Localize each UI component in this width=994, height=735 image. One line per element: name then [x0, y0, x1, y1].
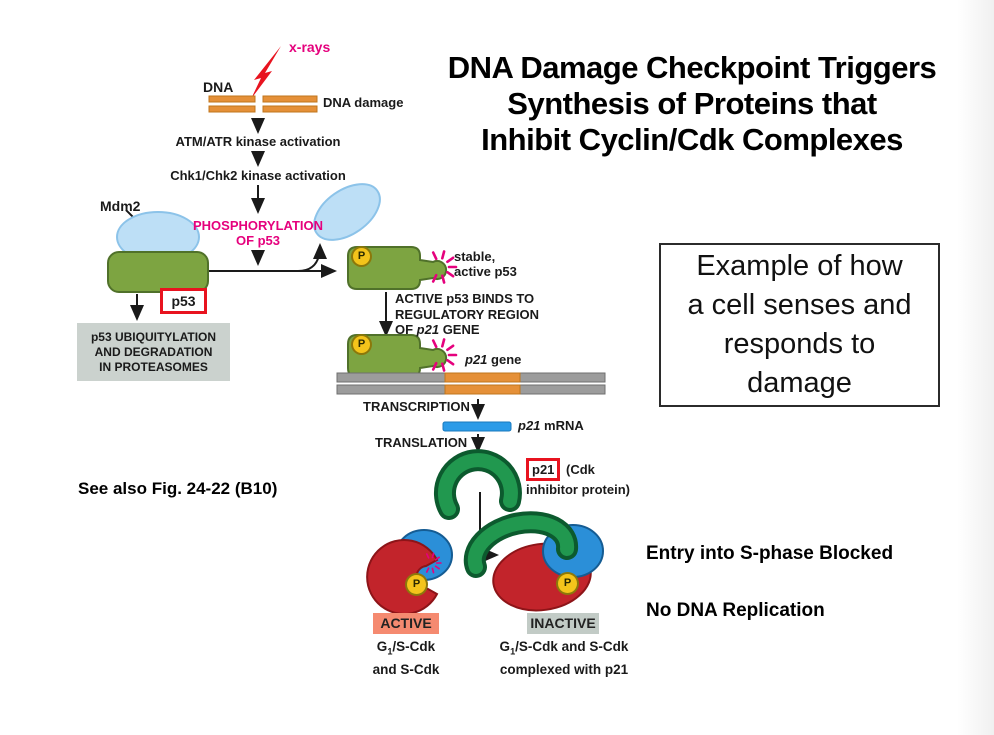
- binds-line2: REGULATORY REGION: [395, 306, 539, 322]
- damaged-dna-strands: [208, 95, 318, 113]
- mdm2-label: Mdm2: [100, 198, 141, 214]
- example-note-box: Example of how a cell senses and respond…: [659, 243, 940, 407]
- active-badge: ACTIVE: [373, 613, 439, 634]
- page-edge-shade: [956, 0, 994, 735]
- stable-line1: stable,: [454, 249, 496, 264]
- see-also-note: See also Fig. 24-22 (B10): [78, 479, 278, 498]
- chk1-chk2-label: Chk1/Chk2 kinase activation: [170, 168, 346, 183]
- title-line: DNA Damage Checkpoint Triggers: [447, 50, 937, 85]
- stable-line2: active p53: [454, 263, 517, 279]
- p21-mrna-label: p21 mRNA: [518, 418, 584, 434]
- ubiquitylation-box: p53 UBIQUITYLATION AND DEGRADATION IN PR…: [77, 323, 230, 381]
- ubiq-line3: IN PROTEASOMES: [99, 359, 208, 374]
- p21-gene-label: p21 gene: [465, 352, 522, 368]
- cascade-arrows: [125, 118, 499, 562]
- binds-line3-post: GENE: [439, 322, 480, 337]
- phosphate-icon: P: [351, 334, 372, 355]
- transcription-label: TRANSCRIPTION: [363, 399, 470, 414]
- phosphate-icon: P: [351, 246, 372, 267]
- entry-blocked-note: Entry into S-phase Blocked: [646, 543, 894, 564]
- ubiq-line2: AND DEGRADATION: [94, 344, 213, 359]
- g-subscript: 1: [387, 646, 393, 657]
- p53-inactive-shape: [107, 251, 209, 293]
- p21-gene-rest: gene: [487, 352, 522, 367]
- g-text: G: [499, 639, 511, 654]
- phosphate-icon: P: [556, 572, 579, 595]
- title-line: Inhibit Cyclin/Cdk Complexes: [481, 122, 903, 157]
- p21-mrna-shape: [442, 421, 512, 432]
- slide-title: DNA Damage Checkpoint Triggers Synthesis…: [418, 50, 966, 158]
- g-subscript: 1: [510, 646, 516, 657]
- note-line1: Example of how: [696, 250, 903, 282]
- note-line2: a cell senses and: [687, 289, 912, 321]
- ubiq-line1: p53 UBIQUITYLATION: [90, 329, 217, 344]
- inactive-cdk-complex: [463, 511, 604, 612]
- mdm2-released-shape: [313, 183, 381, 241]
- p21-gene-dna: [336, 372, 606, 395]
- inactive-badge: INACTIVE: [527, 613, 599, 634]
- inactive-caption-line1: G1/S-Cdk and S-Cdk: [470, 638, 658, 661]
- active-cdk-complex: [366, 529, 453, 615]
- title-line: Synthesis of Proteins that: [507, 86, 877, 121]
- binds-line3-gene: p21: [416, 322, 440, 337]
- inactive-rest: /S-Cdk and S-Cdk: [515, 639, 629, 654]
- p53-binds-label: ACTIVE p53 BINDS TO REGULATORY REGION OF…: [395, 291, 539, 338]
- active-caption-line1: G1/S-Cdk: [355, 638, 457, 661]
- p53-label: p53: [171, 293, 196, 309]
- note-line3: responds to: [723, 328, 876, 360]
- p21-protein-line1: p21 (Cdk: [526, 458, 630, 481]
- atm-atr-label: ATM/ATR kinase activation: [175, 134, 341, 149]
- xrays-label: x-rays: [289, 39, 331, 55]
- stable-active-p53-label: stable, active p53: [454, 249, 517, 280]
- xray-bolt-icon: [251, 46, 281, 99]
- translation-label: TRANSLATION: [375, 435, 468, 450]
- phospho-line2: OF p53: [235, 233, 281, 248]
- p21-protein-label: p21 (Cdk inhibitor protein): [526, 458, 630, 498]
- phosphate-icon: P: [405, 573, 428, 596]
- inactive-caption-line2: complexed with p21: [499, 661, 629, 677]
- active-rest: /S-Cdk: [392, 639, 436, 654]
- note-line4: damage: [747, 367, 852, 399]
- phosphorylation-label: PHOSPHORYLATION OF p53: [178, 218, 338, 248]
- active-caption: G1/S-Cdk and S-Cdk: [355, 638, 457, 678]
- binds-line1: ACTIVE p53 BINDS TO: [395, 291, 535, 306]
- active-caption-line2: and S-Cdk: [372, 661, 440, 677]
- no-replication-note: No DNA Replication: [646, 600, 825, 621]
- p53-highlight-box: p53: [160, 288, 207, 314]
- p21-protein-shape: [434, 449, 522, 520]
- p21-rest1: (Cdk: [562, 462, 595, 477]
- dna-damage-label: DNA damage: [323, 95, 404, 110]
- mrna-rest: mRNA: [540, 418, 584, 433]
- p21-highlight-box: p21: [526, 458, 561, 481]
- binds-line3-pre: OF: [395, 322, 417, 337]
- g-text: G: [376, 639, 388, 654]
- inactive-caption: G1/S-Cdk and S-Cdk complexed with p21: [470, 638, 658, 678]
- phospho-line1: PHOSPHORYLATION: [192, 218, 323, 233]
- binds-line3: OF p21 GENE: [395, 322, 539, 338]
- p21-protein-line2: inhibitor protein): [526, 482, 630, 497]
- dna-label: DNA: [203, 79, 234, 95]
- mrna-italic: p21: [518, 418, 541, 433]
- p21-gene-italic: p21: [465, 352, 488, 367]
